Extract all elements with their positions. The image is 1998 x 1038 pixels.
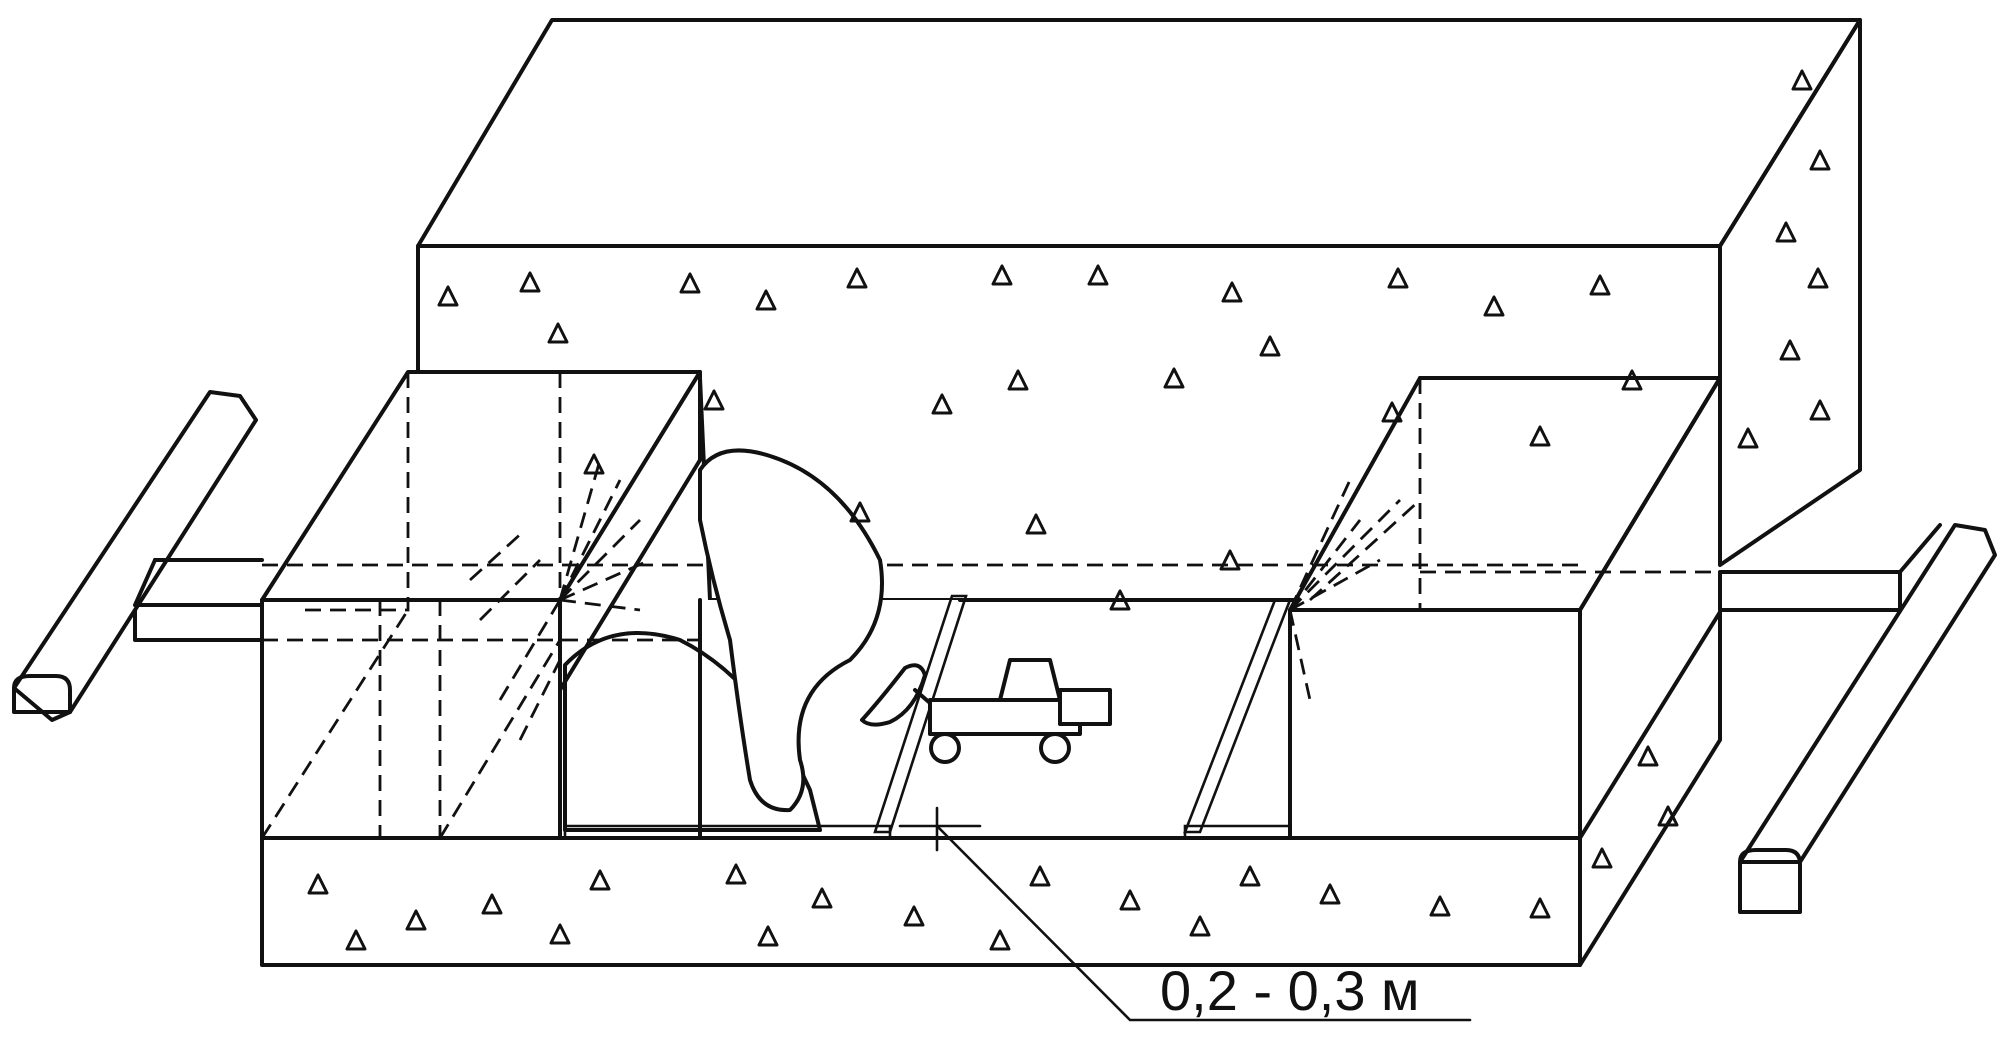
rock-triangle-symbol — [1219, 549, 1241, 571]
rock-triangle-symbol — [1119, 889, 1141, 911]
rock-triangle-symbol — [1239, 865, 1261, 887]
rock-triangle-symbol — [1483, 295, 1505, 317]
left-crosscut — [12, 390, 258, 722]
right-crosscut — [1738, 523, 1997, 864]
rock-triangle-symbol — [345, 929, 367, 951]
lower-layer-front-face — [260, 836, 1582, 967]
rock-triangle-symbol — [846, 267, 868, 289]
left-drift — [12, 390, 264, 722]
right-pillar-top — [1288, 376, 1722, 612]
left-drift-tunnel — [133, 603, 264, 642]
rock-triangle-symbol — [755, 289, 777, 311]
rock-triangle-symbol — [849, 501, 871, 523]
right-pillar-front — [1288, 608, 1582, 840]
rock-triangle-symbol — [1589, 274, 1611, 296]
rock-triangle-symbol — [1621, 369, 1643, 391]
rock-triangle-symbol — [1657, 805, 1679, 827]
rock-triangle-symbol — [519, 271, 541, 293]
rock-triangle-symbol — [1025, 513, 1047, 535]
left-pillar-block — [260, 370, 702, 840]
rock-triangle-symbol — [1163, 367, 1185, 389]
rock-triangle-symbol — [549, 923, 571, 945]
rock-triangle-symbol — [1775, 221, 1797, 243]
rock-triangle-symbol — [903, 905, 925, 927]
rock-symbols — [307, 69, 1831, 951]
rock-triangle-symbol — [1529, 897, 1551, 919]
right-mesh-floor — [1183, 824, 1292, 840]
rock-triangle-symbol — [1319, 883, 1341, 905]
left-pillar-front — [260, 598, 562, 840]
undercut-cavity — [698, 448, 884, 813]
rock-triangle-symbol — [1221, 281, 1243, 303]
right-drift — [1718, 523, 1997, 914]
rock-triangle-symbol — [679, 272, 701, 294]
rock-triangle-symbol — [1387, 267, 1409, 289]
rock-triangle-symbol — [811, 887, 833, 909]
rock-triangle-symbol — [1529, 425, 1551, 447]
rock-triangle-symbol — [589, 869, 611, 891]
rock-triangle-symbol — [481, 893, 503, 915]
rock-triangle-symbol — [1791, 69, 1813, 91]
rock-triangle-symbol — [547, 322, 569, 344]
rock-triangle-symbol — [1029, 865, 1051, 887]
rock-triangle-symbol — [583, 453, 605, 475]
right-drift-tunnel — [1718, 570, 1902, 612]
right-mesh-screen — [1183, 598, 1292, 834]
lower-rock-layer — [260, 610, 1722, 967]
thickness-dimension-callout: 0,2 - 0,3 м — [898, 806, 1472, 1022]
rock-triangle-symbol — [1007, 369, 1029, 391]
rock-triangle-symbol — [1381, 401, 1403, 423]
rock-triangle-symbol — [1779, 339, 1801, 361]
rock-triangle-symbol — [1637, 745, 1659, 767]
rock-triangle-symbol — [307, 873, 329, 895]
rock-triangle-symbol — [1259, 335, 1281, 357]
left-mesh-floor — [563, 824, 892, 840]
rock-triangle-symbol — [703, 389, 725, 411]
rock-triangle-symbol — [1109, 589, 1131, 611]
loader-truck — [860, 658, 1112, 764]
upper-block-top-face — [416, 18, 1862, 248]
rock-triangle-symbol — [1591, 847, 1613, 869]
dimension-leader-line — [935, 824, 1472, 1022]
rock-triangle-symbol — [1807, 267, 1829, 289]
right-pillar-block — [1288, 376, 1722, 840]
rock-triangle-symbol — [989, 929, 1011, 951]
rock-triangle-symbol — [1737, 427, 1759, 449]
hidden-edges — [260, 372, 1720, 839]
rock-triangle-symbol — [1087, 264, 1109, 286]
rock-triangle-symbol — [757, 925, 779, 947]
dimension-label: 0,2 - 0,3 м — [1160, 959, 1420, 1022]
rock-triangle-symbol — [1189, 915, 1211, 937]
rock-triangle-symbol — [931, 393, 953, 415]
rock-triangle-symbol — [1809, 149, 1831, 171]
rock-triangle-symbol — [1809, 399, 1831, 421]
rock-triangle-symbol — [405, 909, 427, 931]
rock-triangle-symbol — [991, 264, 1013, 286]
upper-block-side-face — [1718, 18, 1862, 567]
rock-triangle-symbol — [1429, 895, 1451, 917]
rock-triangle-symbol — [437, 285, 459, 307]
rock-triangle-symbol — [725, 863, 747, 885]
lower-layer-side-face — [1578, 610, 1722, 967]
